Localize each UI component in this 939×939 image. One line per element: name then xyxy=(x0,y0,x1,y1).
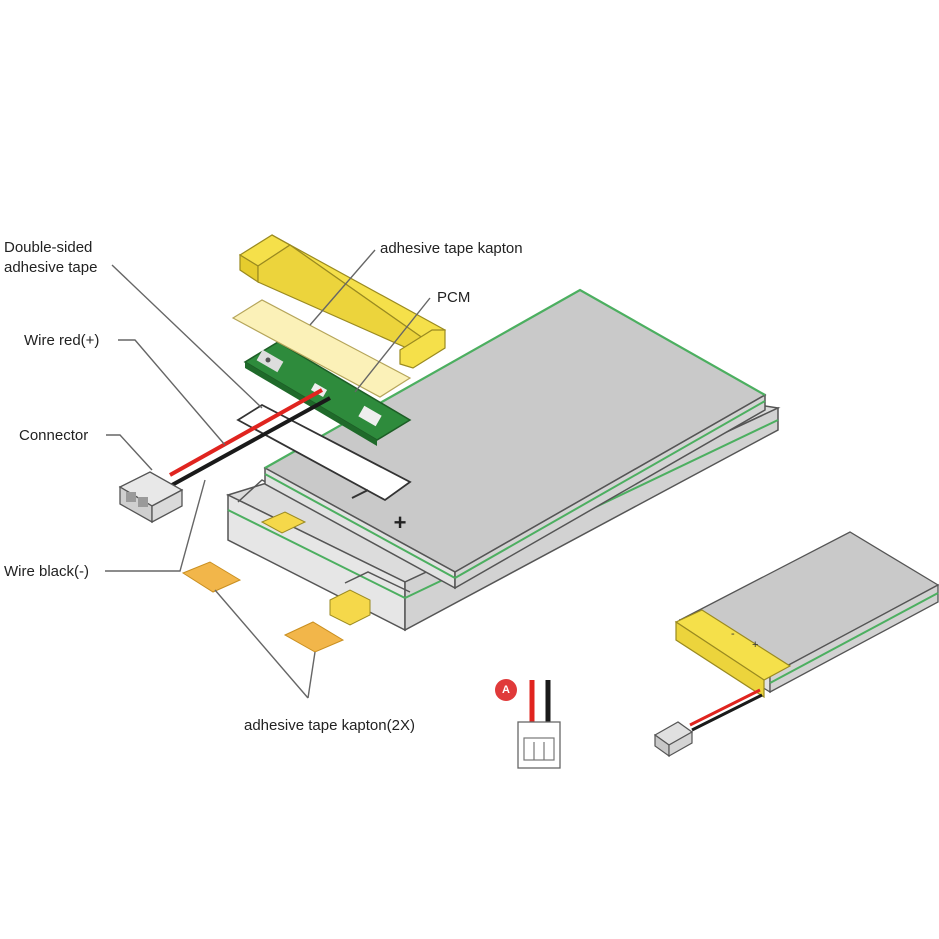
kapton-patch-loose-2 xyxy=(283,621,345,653)
top-cell-layer xyxy=(263,288,767,590)
kapton-patch-cell-corner xyxy=(329,589,371,626)
plus-sign: + xyxy=(394,510,407,535)
jst-connector-icon xyxy=(118,471,184,524)
label-adhesive-tape-kapton: adhesive tape kapton xyxy=(380,240,523,257)
kapton-sheet-pale xyxy=(231,299,412,398)
top-cell-right-side xyxy=(454,393,766,590)
kapton-u-tape xyxy=(238,234,447,369)
wire-red xyxy=(169,388,323,477)
label-connector: Connector xyxy=(19,427,89,444)
svg-text:-: - xyxy=(731,628,735,640)
label-wire-red: Wire red(+) xyxy=(24,332,100,349)
a-badge-letter: A xyxy=(502,684,510,696)
double-sided-tape xyxy=(236,403,412,502)
label-adhesive-tape-kapton-2x: adhesive tape kapton(2X) xyxy=(244,717,415,734)
svg-text:+: + xyxy=(752,639,758,651)
pcm-board xyxy=(243,341,412,446)
label-wire-black: Wire black(-) xyxy=(4,563,89,580)
kapton-patch-cell-left xyxy=(260,511,307,534)
kapton-patch-loose-1 xyxy=(181,561,242,593)
assembled-battery: - + xyxy=(653,531,939,758)
leader-lines xyxy=(105,249,431,699)
label-double-sided-line2: adhesive tape xyxy=(4,259,98,276)
label-double-sided-line1: Double-sided xyxy=(4,239,93,256)
a-badge-connector-detail xyxy=(495,679,561,769)
wire-black xyxy=(171,396,331,487)
a-badge-icon xyxy=(495,679,517,701)
label-pcm: PCM xyxy=(437,289,471,306)
